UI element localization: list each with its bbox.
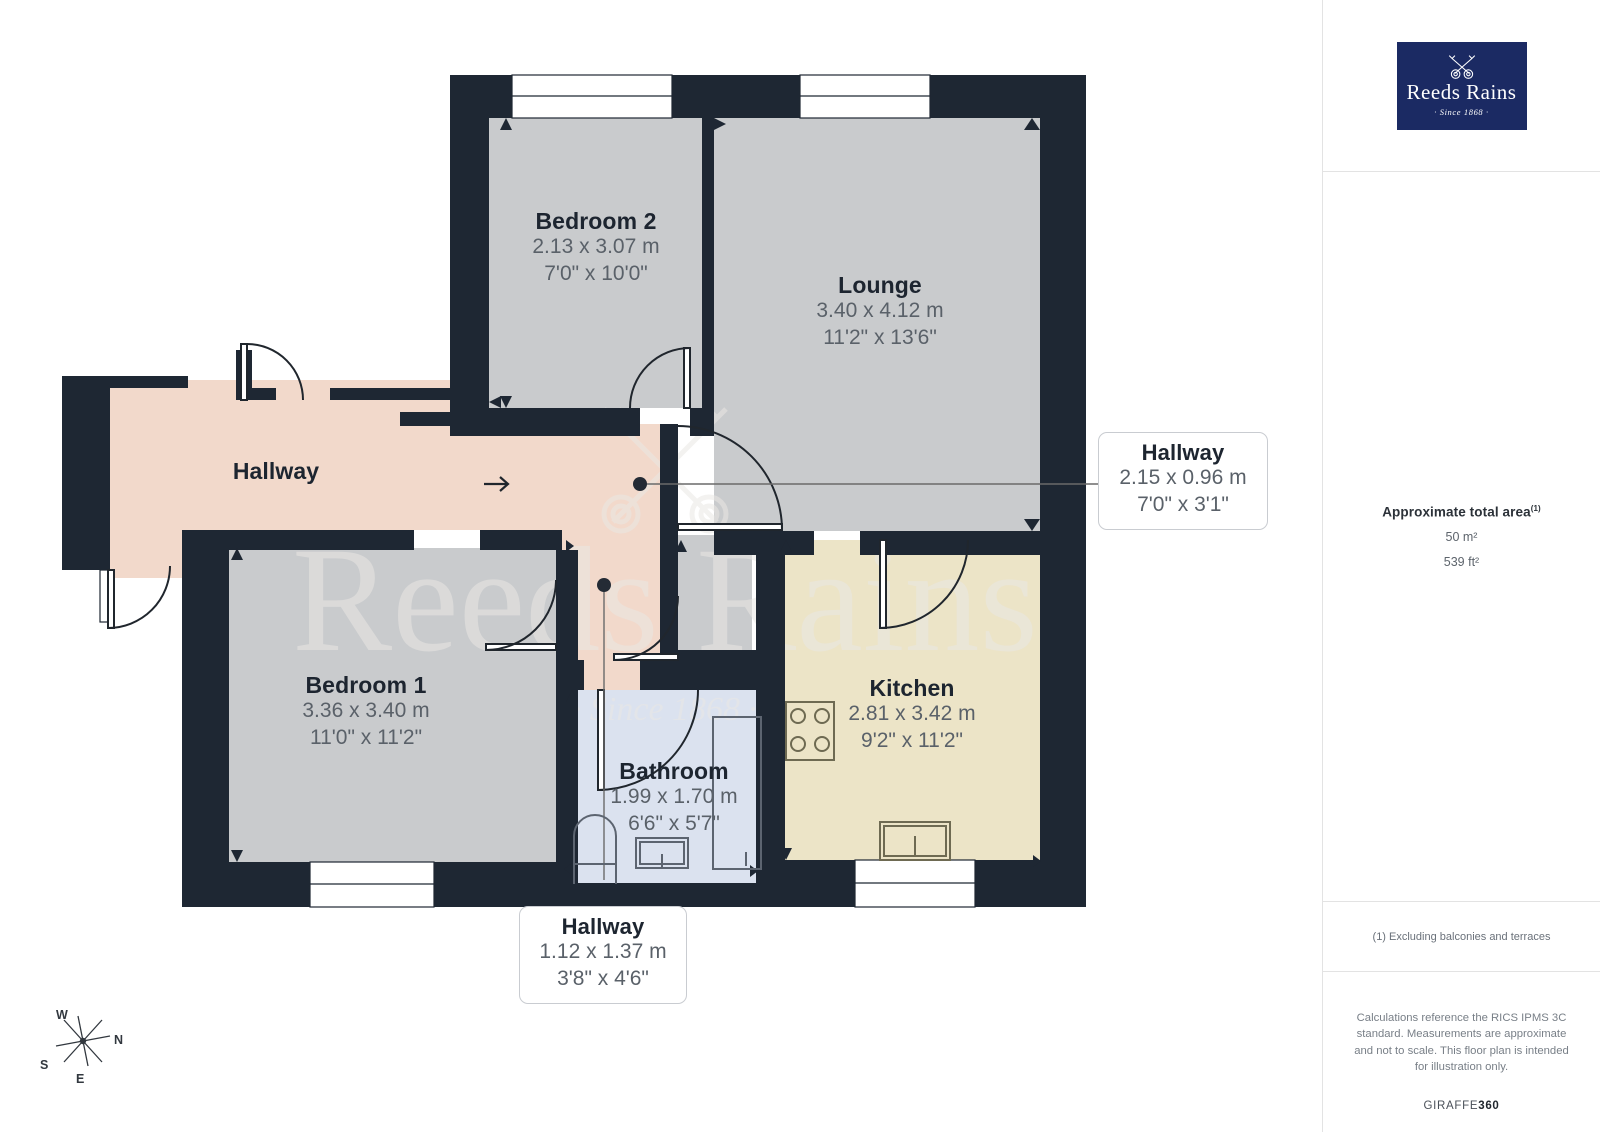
info-sidebar: Reeds Rains · Since 1868 · Approximate t… [1322,0,1600,1132]
toilet-icon [573,814,617,884]
callout-metric: 2.15 x 0.96 m [1119,466,1247,490]
callout-name: Hallway [1141,440,1225,465]
total-area-imperial: 539 ft² [1443,555,1480,570]
door-bedroom1 [485,579,557,651]
crossed-keys-icon [1448,55,1475,80]
callout-name: Hallway [561,914,645,939]
brand-prefix: GIRAFFE [1423,1099,1479,1112]
logo-since: · Since 1868 · [1434,106,1489,117]
doors [107,343,969,791]
reeds-rains-logo: Reeds Rains · Since 1868 · [1396,41,1527,130]
walls [62,75,1086,907]
door-bedroom2 [629,347,691,409]
hallway-dimension-leader [597,477,1100,880]
callout-hallway-bottom: Hallway 1.12 x 1.37 m 3'8" x 4'6" [519,906,687,1005]
callout-hallway-right: Hallway 2.15 x 0.96 m 7'0" x 3'1" [1098,432,1268,531]
door-entry-main [240,343,304,401]
kitchen-fill [785,540,1041,860]
bedroom1-fill [229,548,556,862]
callout-imperial: 3'8" x 4'6" [557,967,649,991]
kitchen-hob-icon [785,701,835,761]
total-area-metric: 50 m² [1445,530,1478,545]
door-lounge [677,425,783,531]
compass-label-w: W [56,1008,68,1022]
compass-center-icon [79,1037,87,1045]
room-fills [110,118,1041,883]
brand-suffix: 360 [1478,1099,1500,1112]
sink-icon [635,837,689,869]
giraffe360-brand: GIRAFFE360 [1423,1100,1499,1112]
bathtub-icon [712,716,762,870]
total-area-footnote-marker: (1) [1530,503,1541,513]
kitchen-counter-icon [879,821,951,861]
fixtures [785,701,951,861]
logo-name: Reeds Rains [1406,80,1517,105]
bedroom2-fill [489,118,702,408]
disclaimer-section: Calculations reference the RICS IPMS 3C … [1323,972,1600,1132]
window-bedroom1-bottom [309,861,435,908]
compass-rose: W N S E [28,1000,138,1092]
door-hallway-stub [613,595,679,661]
window-bedroom2-top [511,74,673,119]
lounge-fill [714,118,1040,531]
compass-label-s: S [40,1058,49,1072]
floorplan-drawing: Reeds Rains · Since 1868 · [62,74,1100,908]
floorplan-canvas: Reeds Rains · Since 1868 · [28,74,1268,1092]
hallway-stub-fill [678,535,752,660]
total-area-section: Approximate total area(1) 50 m² 539 ft² [1323,172,1600,902]
callout-metric: 1.12 x 1.37 m [539,940,667,964]
window-lounge-top [799,74,931,119]
footnote-section: (1) Excluding balconies and terraces [1323,902,1600,972]
total-area-title: Approximate total area(1) [1382,504,1541,520]
hallway-fill [110,380,678,690]
compass-label-e: E [76,1072,85,1086]
footnote-text: (1) Excluding balconies and terraces [1372,930,1551,943]
windows [99,74,976,908]
callout-imperial: 7'0" x 3'1" [1137,493,1229,517]
brand-logo-section: Reeds Rains · Since 1868 · [1323,0,1600,172]
hallway-direction-arrow [484,476,510,492]
door-entry-secondary [107,565,171,629]
compass-label-n: N [114,1033,124,1047]
window-kitchen-bottom [854,859,976,908]
total-area-label: Approximate total area [1382,504,1531,520]
door-kitchen [879,539,969,629]
bathroom-fixtures [573,716,762,884]
disclaimer-text: Calculations reference the RICS IPMS 3C … [1354,1012,1569,1074]
